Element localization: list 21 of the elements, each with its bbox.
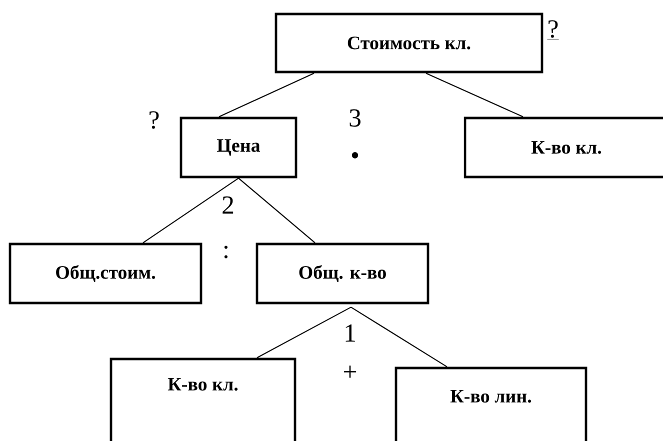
text-box: К-во кл. <box>464 116 663 178</box>
text-box: Цена <box>180 116 298 178</box>
operation-label: : <box>224 246 228 258</box>
operation-label: ? <box>150 111 159 129</box>
operation-label: + <box>344 366 356 378</box>
text-box: К-во лин. <box>394 366 588 441</box>
text-box: Общ. к-во <box>256 242 430 304</box>
operation-label: 3 <box>350 109 360 127</box>
operation-label: 1 <box>346 324 355 342</box>
operation-label: • <box>352 152 358 158</box>
connector-line <box>142 178 239 244</box>
text-box: Стоимость кл. <box>274 12 544 74</box>
text-box: К-во кл. <box>110 358 296 441</box>
connector-line <box>238 178 316 244</box>
connector-line <box>256 306 352 358</box>
connector-line <box>350 306 448 368</box>
connector-line <box>426 72 524 118</box>
connector-line <box>218 72 314 118</box>
operation-label: 2 <box>222 196 234 214</box>
text-box: Общ.стоим. <box>8 242 202 304</box>
operation-label: ? <box>547 20 559 40</box>
